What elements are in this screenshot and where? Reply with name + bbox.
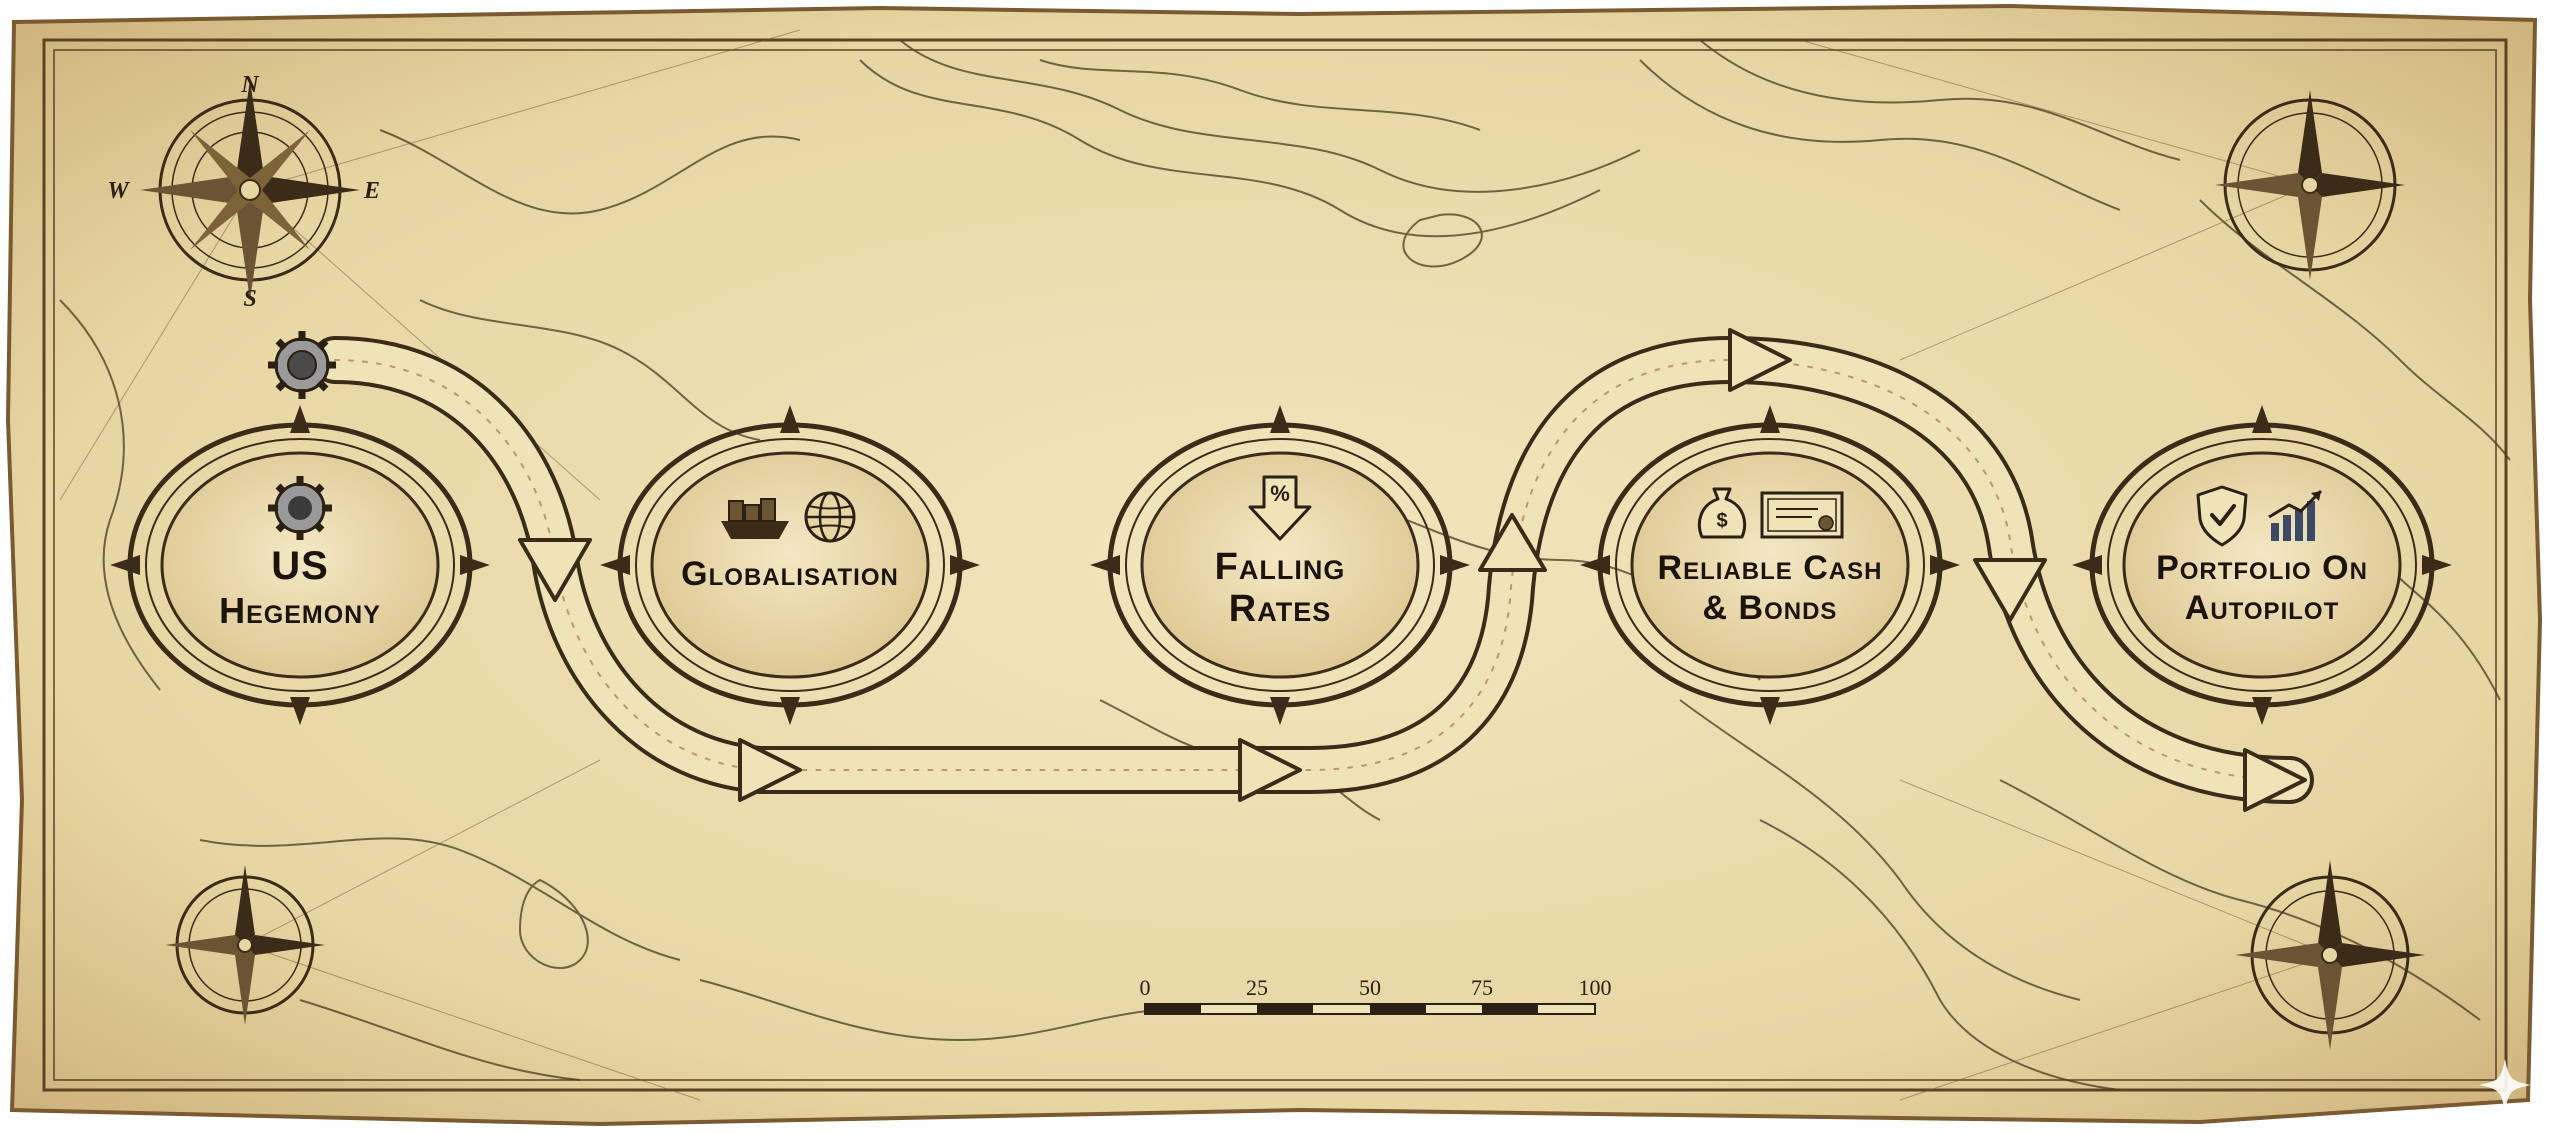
compass-east-label: E	[363, 178, 380, 204]
globe-icon	[806, 493, 854, 541]
stage-label-line1: Falling	[1215, 546, 1346, 588]
scale-tick-0: 0	[1140, 975, 1151, 1000]
svg-text:$: $	[1716, 510, 1727, 532]
scale-tick-25: 25	[1246, 975, 1268, 1000]
start-gear-icon	[268, 331, 336, 399]
compass-north-label: N	[240, 72, 260, 98]
compass-south-label: S	[243, 286, 256, 312]
stage-label-line2: Rates	[1229, 588, 1331, 630]
stage-label-line1: Globalisation	[681, 555, 899, 593]
certificate-icon	[1762, 493, 1842, 537]
svg-text:%: %	[1270, 481, 1290, 506]
scale-tick-100: 100	[1579, 975, 1612, 1000]
stage-label-line2: & Bonds	[1703, 589, 1838, 627]
stage-label-line1: Reliable Cash	[1658, 549, 1883, 587]
scale-tick-50: 50	[1359, 975, 1381, 1000]
stage-label-line1: Portfolio On	[2156, 549, 2368, 587]
compass-west-label: W	[107, 178, 130, 204]
stage-label-line2: Hegemony	[219, 590, 381, 631]
scale-tick-75: 75	[1471, 975, 1493, 1000]
stage-label-line1: US	[271, 544, 329, 588]
stage-label-line2: Autopilot	[2185, 589, 2339, 627]
